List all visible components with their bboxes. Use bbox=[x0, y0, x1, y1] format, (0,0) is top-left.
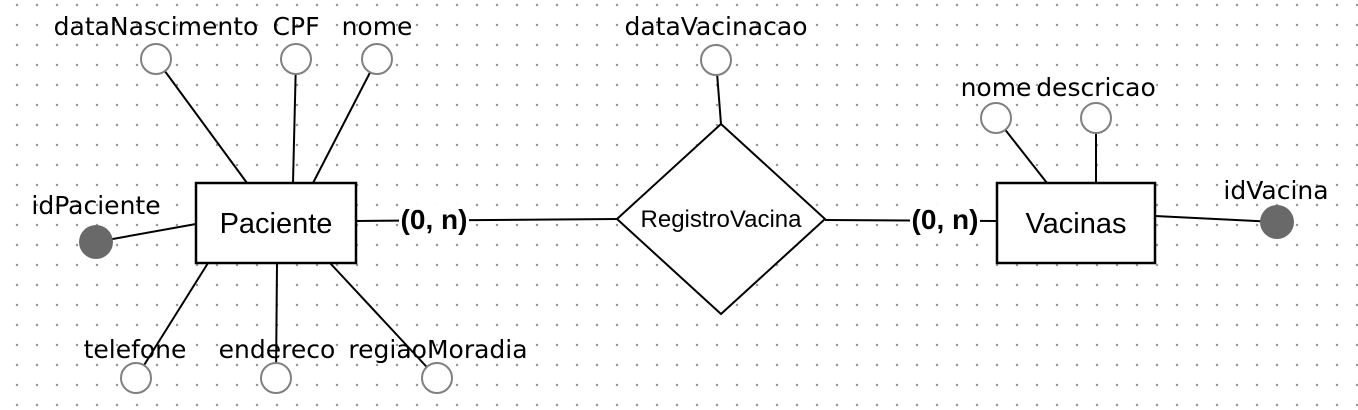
attribute-node-dataVacinacao[interactable] bbox=[700, 44, 732, 76]
relationship-label: RegistroVacina bbox=[641, 206, 803, 233]
attribute-label-idPaciente: idPaciente bbox=[31, 191, 160, 220]
attribute-label-regiaoMoradia: regiaoMoradia bbox=[348, 335, 527, 364]
attribute-node-dataNascimento[interactable] bbox=[140, 43, 172, 75]
cardinality-left-label: (0, n) bbox=[401, 204, 468, 235]
entity-vacinas: Vacinas bbox=[995, 181, 1157, 265]
entity-paciente: Paciente bbox=[194, 181, 358, 265]
connector-paciente-telefone bbox=[135, 262, 209, 379]
cardinality-labels: (0, n) (0, n) bbox=[399, 204, 980, 236]
entity-label-paciente: Paciente bbox=[220, 208, 333, 240]
attribute-label-cpf: CPF bbox=[273, 12, 320, 41]
attribute-label-idVacina: idVacina bbox=[1223, 176, 1328, 205]
attribute-labels: dataNascimento CPF nome idPaciente telef… bbox=[31, 12, 1328, 364]
connector-paciente-nome bbox=[312, 58, 378, 184]
key-attribute-node-idVacina[interactable] bbox=[1260, 205, 1294, 239]
connector-paciente-regiaoMoradia bbox=[329, 262, 438, 379]
attribute-node-vacinas-nome[interactable] bbox=[980, 102, 1012, 134]
entity-box-vacinas[interactable] bbox=[995, 181, 1157, 265]
relationship-diamond[interactable] bbox=[615, 122, 827, 316]
attribute-node-nome[interactable] bbox=[361, 43, 393, 75]
connector-paciente-endereco bbox=[275, 262, 278, 379]
attribute-label-dataNascimento: dataNascimento bbox=[54, 12, 259, 41]
connector-paciente-registroVacina bbox=[355, 218, 619, 222]
connector-paciente-cpf bbox=[292, 58, 297, 184]
cardinality-right-bg bbox=[910, 204, 980, 236]
entity-label-vacinas: Vacinas bbox=[1025, 208, 1126, 240]
attribute-label-telefone: telefone bbox=[84, 335, 187, 364]
attribute-node-regiaoMoradia[interactable] bbox=[421, 362, 453, 394]
cardinality-right-label: (0, n) bbox=[912, 204, 979, 235]
connector-vacinas-idVacina bbox=[1154, 215, 1278, 223]
attribute-node-descricao[interactable] bbox=[1080, 102, 1112, 134]
relationship-registroVacina: RegistroVacina bbox=[615, 122, 827, 316]
attribute-label-dataVacinacao: dataVacinacao bbox=[624, 12, 807, 41]
cardinality-left-bg bbox=[399, 204, 469, 236]
attribute-label-vacinas-nome: nome bbox=[961, 73, 1032, 102]
attribute-label-descricao: descricao bbox=[1036, 73, 1156, 102]
attribute-node-telefone[interactable] bbox=[120, 362, 152, 394]
attribute-node-cpf[interactable] bbox=[280, 43, 312, 75]
connector-paciente-dataNascimento bbox=[155, 58, 248, 184]
paciente-attribute-nodes bbox=[79, 43, 453, 394]
entity-box-paciente[interactable] bbox=[194, 181, 358, 265]
other-attribute-nodes bbox=[700, 44, 1294, 239]
attribute-label-nome: nome bbox=[342, 12, 413, 41]
key-attribute-node-idPaciente[interactable] bbox=[79, 225, 113, 259]
attribute-node-endereco[interactable] bbox=[260, 362, 292, 394]
attribute-label-endereco: endereco bbox=[219, 335, 336, 364]
